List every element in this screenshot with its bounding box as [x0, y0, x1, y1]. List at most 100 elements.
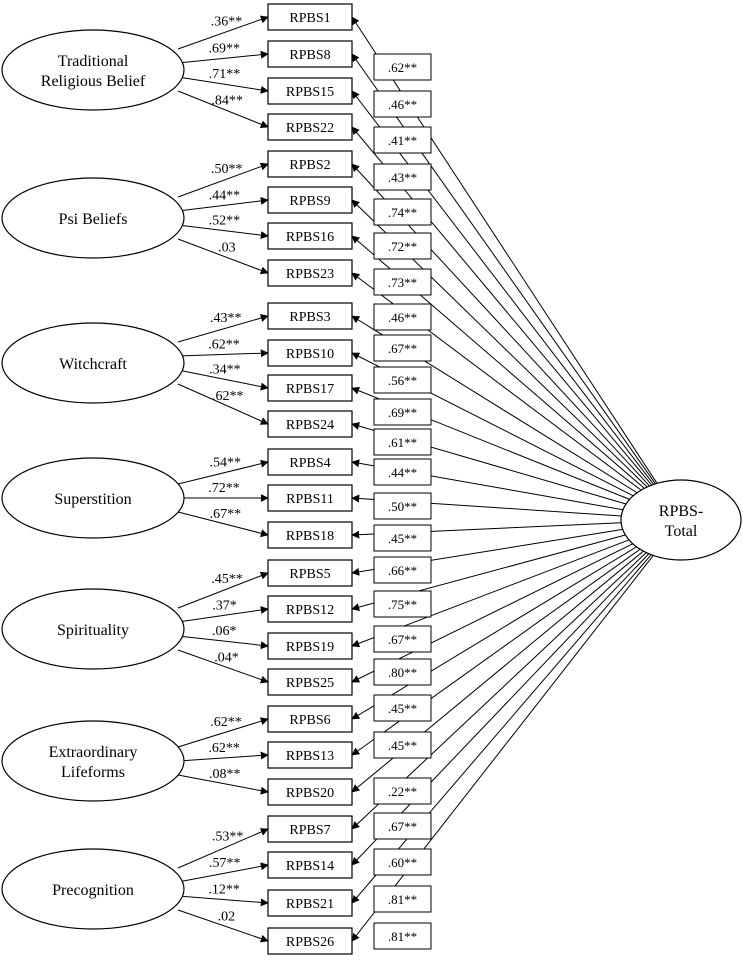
total-loading-value: .67**: [388, 341, 417, 356]
item-loading-label: .62**: [212, 389, 244, 404]
factor-label: Precognition: [52, 882, 134, 899]
total-loading-value: .75**: [388, 597, 417, 612]
total-loading-box: .75**: [373, 590, 432, 618]
item-rect: [267, 150, 353, 178]
item-loading-label: .36**: [211, 15, 243, 30]
item-label: RPBS12: [286, 603, 334, 618]
item-loading-label: .62**: [208, 337, 240, 352]
item-loading-label: .62**: [210, 715, 242, 730]
item-box-rpbs4: RPBS4: [267, 448, 353, 476]
total-loading-value: .80**: [388, 665, 417, 680]
item-label: RPBS19: [286, 640, 334, 655]
item-rect: [267, 741, 353, 769]
item-label: RPBS6: [289, 713, 330, 728]
total-loading-box: .62**: [373, 53, 432, 81]
total-loading-value: .60**: [388, 855, 417, 870]
item-box-rpbs2: RPBS2: [267, 150, 353, 178]
factor-path-arrow: [177, 383, 269, 425]
total-loading-rect: [373, 777, 432, 805]
item-label: RPBS14: [286, 859, 334, 874]
total-loading-box: .73**: [373, 268, 432, 296]
factor-path-arrow: [177, 751, 269, 762]
item-label: RPBS23: [286, 267, 334, 282]
factor-path-arrow: [177, 50, 269, 64]
factor-label: Extraordinary: [49, 744, 138, 761]
total-loading-value: .61**: [388, 435, 417, 450]
total-label: RPBS-: [659, 503, 703, 520]
factor-psi-beliefs: Psi Beliefs: [1, 177, 185, 259]
total-loading-rect: [373, 232, 432, 260]
factor-spirituality: Spirituality: [1, 588, 185, 670]
item-rect: [267, 559, 353, 587]
total-loading-value: .46**: [388, 97, 417, 112]
item-label: RPBS16: [286, 230, 334, 245]
total-loading-box: .45**: [373, 694, 432, 722]
total-loading-rect: [373, 268, 432, 296]
total-loading-value: .56**: [388, 373, 417, 388]
item-loading-label: .12**: [208, 883, 240, 898]
total-loading-rect: [373, 366, 432, 394]
item-loading-label: .53**: [212, 829, 244, 844]
item-label: RPBS26: [286, 935, 334, 950]
item-label: RPBS5: [289, 567, 330, 582]
factor-ellipse: [1, 848, 185, 930]
factor-label: Psi Beliefs: [59, 211, 128, 228]
factor-path-arrow: [177, 606, 269, 623]
item-rect: [267, 778, 353, 806]
item-rect: [267, 374, 353, 402]
item-loading-label: .02: [218, 910, 236, 925]
factor-ellipse: [1, 457, 185, 539]
factor-path-arrow: [177, 238, 269, 275]
total-label: Total: [665, 523, 698, 540]
total-loading-rect: [373, 731, 432, 759]
item-rect: [267, 668, 353, 696]
total-loading-value: .81**: [388, 929, 417, 944]
factor-path-arrow: [177, 76, 269, 94]
item-box-rpbs5: RPBS5: [267, 559, 353, 587]
item-loading-label: .67**: [210, 507, 242, 522]
factor-precognition: Precognition: [1, 848, 185, 930]
total-loading-box: .66**: [373, 556, 432, 584]
factor-path-arrow: [177, 571, 269, 609]
total-loading-box: .46**: [373, 90, 432, 118]
item-rect: [267, 889, 353, 917]
item-box-rpbs1: RPBS1: [267, 3, 353, 31]
item-rect: [267, 705, 353, 733]
item-loading-label: .37*: [212, 598, 237, 613]
item-loading-label: .57**: [209, 856, 241, 871]
item-rect: [267, 632, 353, 660]
item-loading-label: .06*: [212, 624, 237, 639]
item-label: RPBS17: [286, 382, 334, 397]
total-loading-rect: [373, 428, 432, 456]
item-box-rpbs22: RPBS22: [267, 113, 353, 141]
item-label: RPBS3: [289, 310, 330, 325]
item-box-rpbs11: RPBS11: [267, 484, 353, 512]
total-loading-rect: [373, 458, 432, 486]
total-loading-rect: [373, 90, 432, 118]
total-loading-box: .67**: [373, 334, 432, 362]
item-loading-label: .52**: [209, 214, 241, 229]
item-label: RPBS13: [286, 749, 334, 764]
item-rect: [267, 595, 353, 623]
item-loading-label: .45**: [211, 572, 243, 587]
item-box-rpbs26: RPBS26: [267, 927, 353, 955]
factor-label: Witchcraft: [59, 356, 127, 373]
total-loading-box: .60**: [373, 848, 432, 876]
factor-path-arrow: [177, 224, 269, 240]
item-box-rpbs6: RPBS6: [267, 705, 353, 733]
total-loading-rect: [373, 658, 432, 686]
item-rect: [267, 302, 353, 330]
item-box-rpbs19: RPBS19: [267, 632, 353, 660]
item-box-rpbs21: RPBS21: [267, 889, 353, 917]
item-loading-label: .04*: [214, 650, 239, 665]
total-loading-value: .67**: [388, 632, 417, 647]
item-box-rpbs13: RPBS13: [267, 741, 353, 769]
factor-ellipse: [1, 720, 185, 802]
total-loading-box: .67**: [373, 812, 432, 840]
total-loading-rect: [373, 625, 432, 653]
item-label: RPBS24: [286, 418, 334, 433]
item-label: RPBS10: [286, 347, 334, 362]
item-rect: [267, 484, 353, 512]
